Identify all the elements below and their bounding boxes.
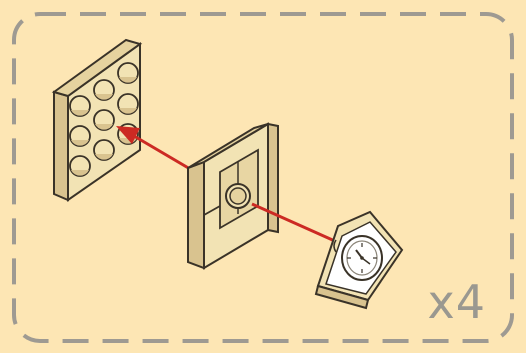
plate-side (54, 92, 68, 200)
bracket-side (188, 162, 204, 268)
quantity-label: x4 (428, 275, 487, 329)
